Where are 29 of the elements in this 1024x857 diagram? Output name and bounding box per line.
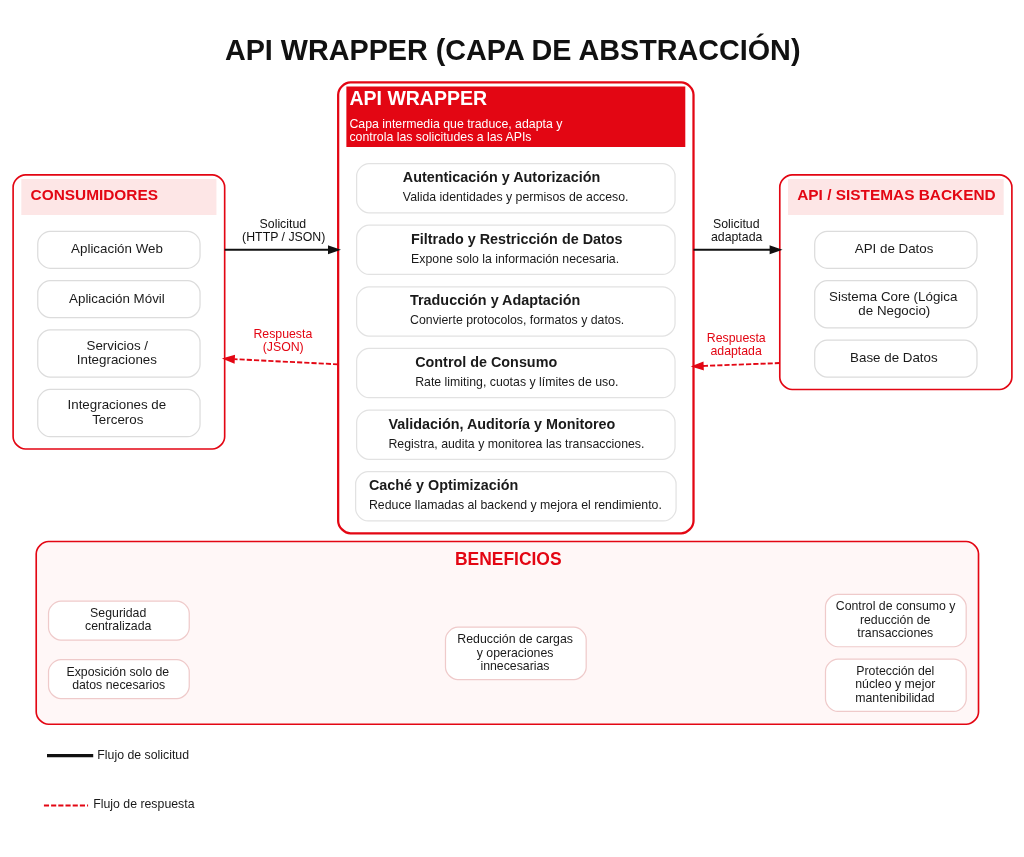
- arrow: [692, 245, 783, 255]
- node-box: Caché y Optimización Reduce llamadas al backend y mejora el rendimiento.: [354, 471, 677, 522]
- node-box: Control de Consumo Rate limiting, cuotas y límites de uso.: [355, 347, 676, 399]
- node-box: Aplicación Móvil: [36, 280, 201, 319]
- node-box: Autenticación y Autorización Valida identidades y permisos de acceso.: [355, 162, 676, 214]
- edge-label: Respuesta (JSON): [252, 326, 312, 355]
- edge-label: Respuesta adaptada: [706, 330, 766, 359]
- node-box: Reducción de cargas y operaciones innecesarias: [444, 626, 587, 681]
- node-box: Exposición solo de datos necesarios: [47, 658, 190, 700]
- node-box: Integraciones de Terceros: [36, 388, 201, 438]
- arrow: [221, 354, 339, 366]
- node-box: Servicios / Integraciones: [36, 329, 201, 378]
- node-box: Sistema Core (Lógica de Negocio): [813, 280, 978, 329]
- node-box: Base de Datos: [813, 339, 978, 378]
- node-box: Control de consumo y reducción de transacciones: [824, 593, 967, 648]
- node-box: Aplicación Web: [36, 230, 201, 269]
- legend-label: Flujo de respuesta: [92, 797, 195, 812]
- edge-label: Solicitud (HTTP / JSON): [241, 216, 325, 245]
- arrow: [690, 361, 781, 371]
- diagram-title: API WRAPPER (CAPA DE ABSTRACCIÓN): [224, 34, 800, 67]
- arrow: [223, 245, 341, 255]
- node-box: Traducción y Adaptación Convierte protocolos, formatos y datos.: [355, 286, 676, 337]
- node-box: Filtrado y Restricción de Datos Expone solo la información necesaria.: [355, 224, 676, 276]
- edge-label: Solicitud adaptada: [710, 216, 762, 245]
- legend-label: Flujo de solicitud: [96, 747, 189, 762]
- node-box: Seguridad centralizada: [47, 600, 190, 641]
- node-box: API de Datos: [813, 230, 978, 269]
- node-box: Protección del núcleo y mejor mantenibilidad: [824, 658, 967, 713]
- node-box: Validación, Auditoría y Monitoreo Registra, audita y monitorea las transacciones.: [355, 409, 676, 460]
